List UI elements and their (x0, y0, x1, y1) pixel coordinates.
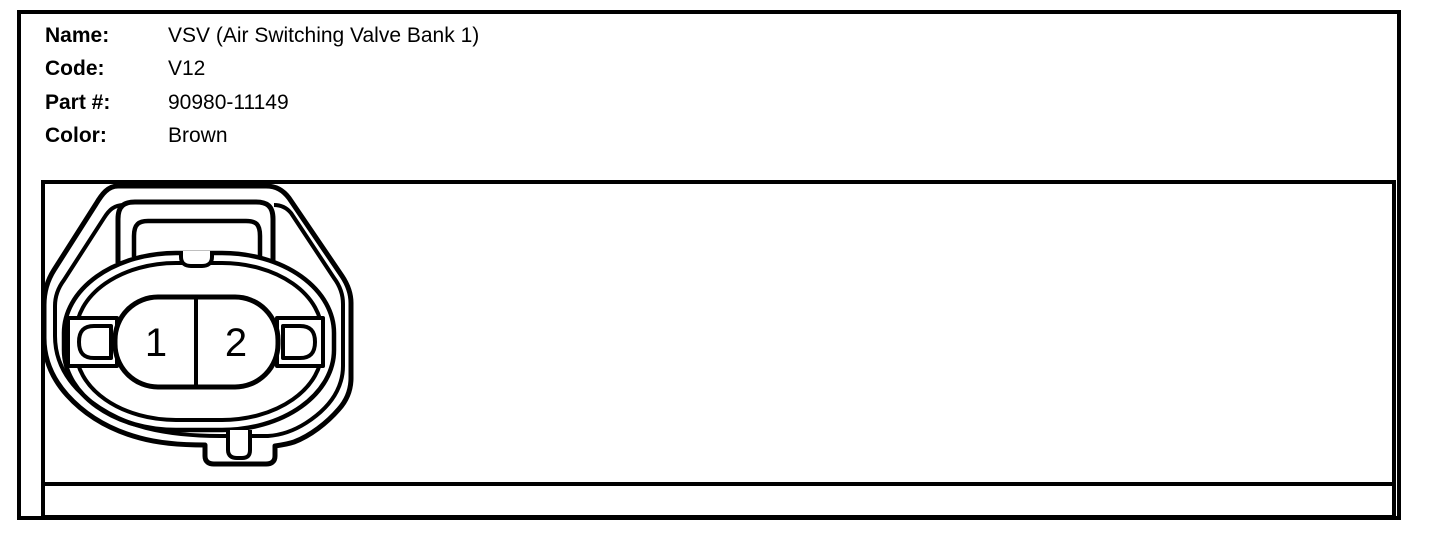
part-number-label: Part #: (45, 90, 111, 114)
field-row-part-number: Part #: 90980-11149 (45, 86, 479, 119)
empty-table-row (45, 486, 1392, 515)
code-value: V12 (168, 57, 206, 81)
connector-info-fields: Name: VSV (Air Switching Valve Bank 1) C… (45, 19, 479, 153)
color-label: Color: (45, 124, 107, 148)
field-row-name: Name: VSV (Air Switching Valve Bank 1) (45, 19, 479, 52)
color-value: Brown (168, 124, 228, 148)
part-number-value: 90980-11149 (168, 90, 289, 114)
name-label: Name: (45, 24, 110, 47)
field-row-color: Color: Brown (45, 119, 479, 152)
diagram-panel (41, 180, 1396, 519)
field-row-code: Code: V12 (45, 52, 479, 85)
code-label: Code: (45, 57, 105, 81)
name-value: VSV (Air Switching Valve Bank 1) (168, 24, 480, 47)
connector-image-cell (45, 184, 1392, 486)
